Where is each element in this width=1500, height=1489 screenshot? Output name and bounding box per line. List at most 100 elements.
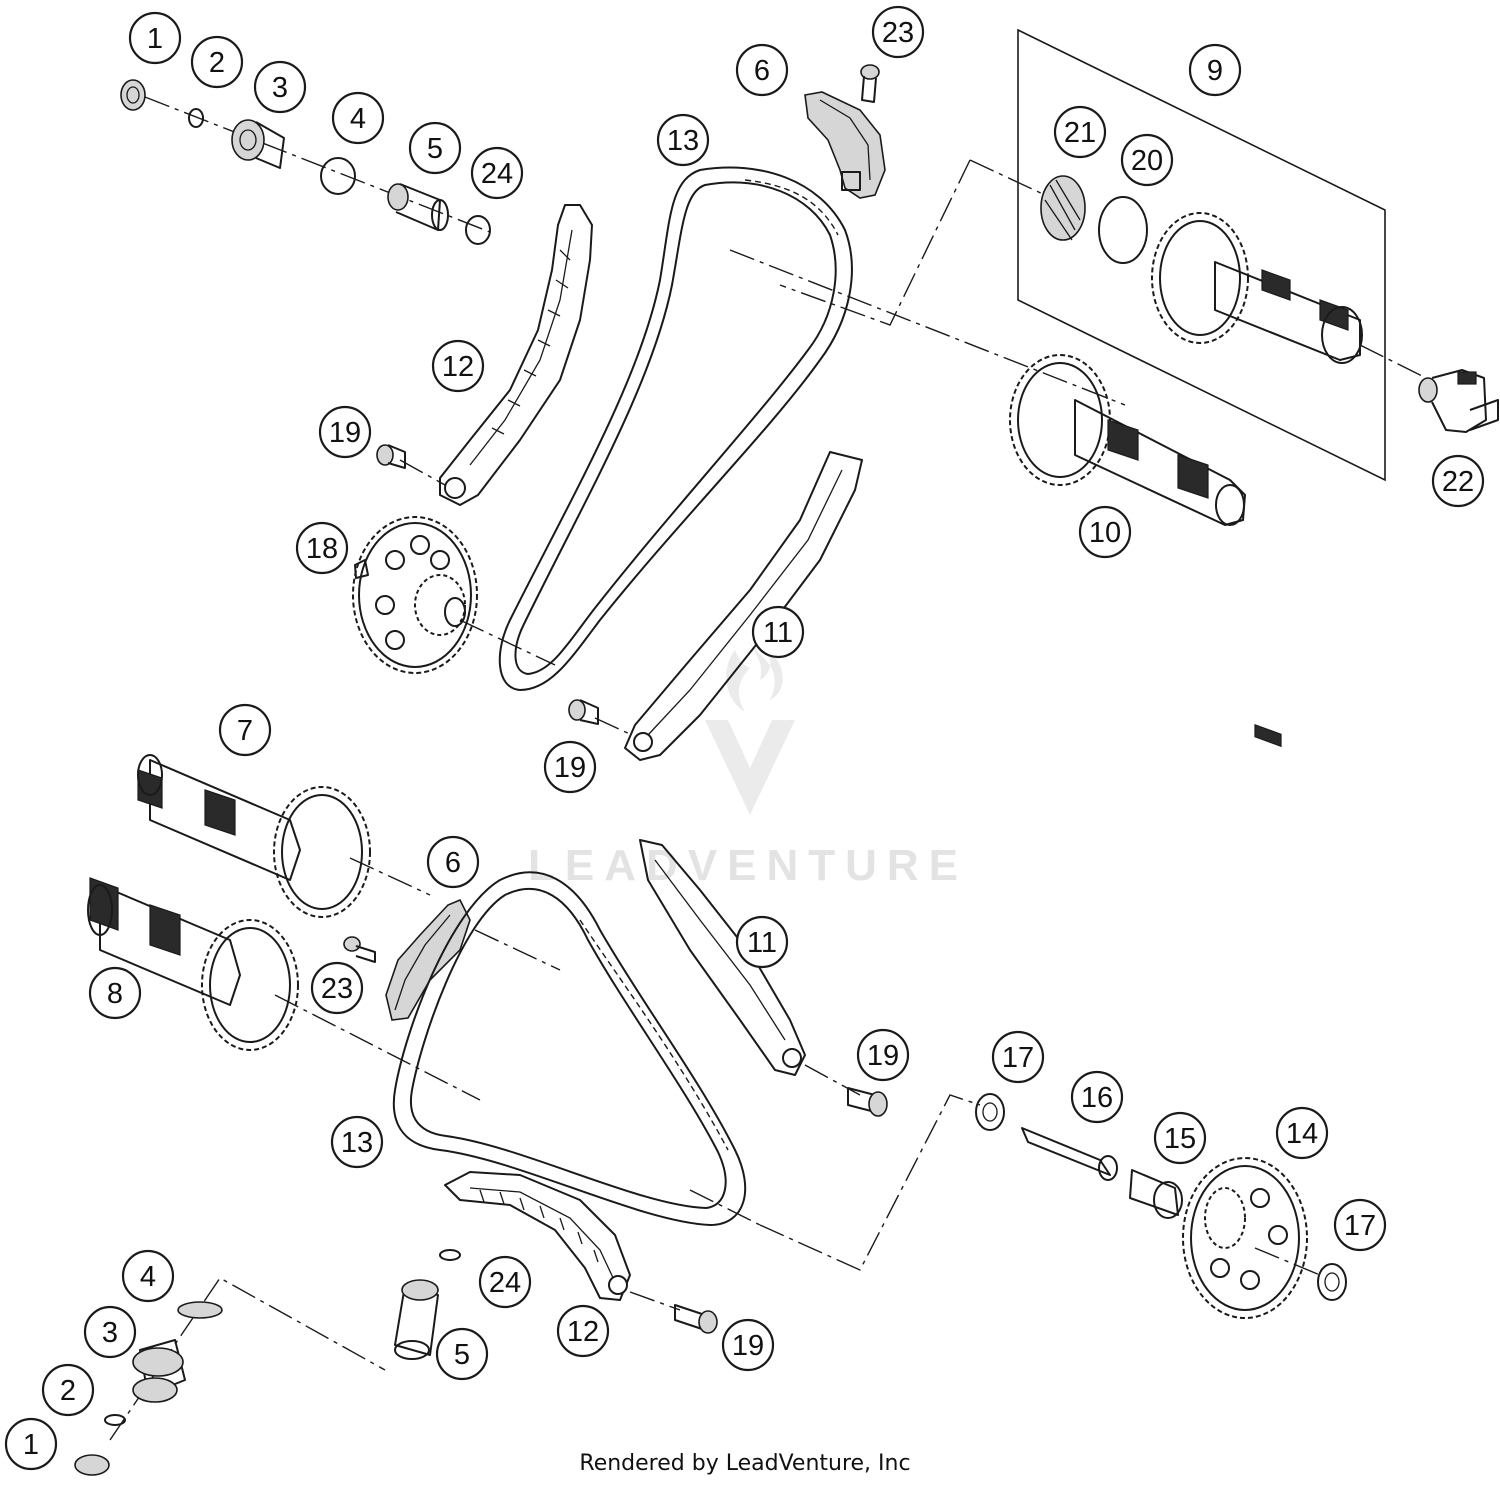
leadventure-logo-icon (705, 640, 795, 815)
callout-15: 15 (1153, 1111, 1207, 1165)
callout-16: 16 (1070, 1070, 1124, 1124)
callout-number: 19 (554, 752, 586, 784)
callout-19: 19 (721, 1318, 775, 1372)
callout-number: 5 (427, 133, 443, 165)
callout-number: 15 (1164, 1123, 1196, 1155)
callout-11: 11 (751, 605, 805, 659)
bolt-19-upper-a (376, 444, 446, 486)
bolt-23-upper (860, 64, 880, 103)
callout-number: 6 (754, 55, 770, 87)
callout-number: 1 (23, 1429, 39, 1461)
tensioner-rail-lower (444, 1171, 631, 1301)
callout-circle (435, 1327, 489, 1381)
chain-guide-6-lower (385, 898, 561, 1021)
callout-circle (470, 146, 524, 200)
callout-circle (543, 740, 597, 794)
watermark: LEADVENTURE (528, 640, 958, 890)
callout-1: 1 (128, 11, 182, 65)
callout-circle (408, 121, 462, 175)
callout-number: 24 (489, 1267, 521, 1299)
tensioner-rail-upper (439, 204, 593, 506)
callout-circle (1078, 505, 1132, 559)
callout-number: 9 (1207, 55, 1223, 87)
callout-21: 21 (1053, 105, 1107, 159)
callout-circle (431, 339, 485, 393)
callout-number: 19 (867, 1040, 899, 1072)
callout-circle (656, 113, 710, 167)
callout-number: 3 (102, 1317, 118, 1349)
callout-number: 17 (1344, 1210, 1376, 1242)
callout-23: 23 (871, 5, 925, 59)
idler-gear-18 (352, 516, 556, 674)
callout-10: 10 (1078, 505, 1132, 559)
callout-number: 4 (350, 103, 366, 135)
camshaft-10 (1009, 354, 1246, 526)
camshaft-assembly-9 (779, 28, 1431, 748)
callout-2: 2 (41, 1363, 95, 1417)
callout-6: 6 (426, 835, 480, 889)
callout-circle (83, 1305, 137, 1359)
callout-number: 3 (272, 72, 288, 104)
callout-number: 14 (1286, 1118, 1318, 1150)
callout-circle (1275, 1106, 1329, 1160)
callout-circle (253, 60, 307, 114)
callout-19: 19 (856, 1028, 910, 1082)
tensioner-parts-upper (120, 79, 491, 245)
bolt-19-lower-a (804, 1064, 888, 1117)
callout-18: 18 (295, 521, 349, 575)
callout-number: 2 (209, 47, 225, 79)
chain-guide-6-upper (804, 91, 886, 199)
callout-number: 23 (882, 17, 914, 49)
callout-number: 17 (1002, 1042, 1034, 1074)
callout-number: 12 (442, 351, 474, 383)
callout-circle (331, 91, 385, 145)
callout-9: 9 (1188, 43, 1242, 97)
callout-circle (4, 1417, 58, 1471)
callout-number: 8 (107, 978, 123, 1010)
callout-number: 2 (60, 1375, 76, 1407)
callout-12: 12 (556, 1304, 610, 1358)
callout-number: 12 (567, 1316, 599, 1348)
callout-13: 13 (330, 1115, 384, 1169)
callout-7: 7 (218, 703, 272, 757)
callout-17: 17 (991, 1030, 1045, 1084)
callout-circle (1070, 1070, 1124, 1124)
callout-circle (721, 1318, 775, 1372)
callout-13: 13 (656, 113, 710, 167)
callout-number: 19 (329, 417, 361, 449)
callout-4: 4 (331, 91, 385, 145)
callout-circle (121, 1249, 175, 1303)
callout-circle (735, 43, 789, 97)
callout-number: 24 (481, 158, 513, 190)
callout-circle (295, 521, 349, 575)
callout-24: 24 (478, 1255, 532, 1309)
callout-3: 3 (83, 1305, 137, 1359)
callout-number: 5 (454, 1339, 470, 1371)
callout-number: 21 (1064, 117, 1096, 149)
callout-number: 22 (1442, 466, 1474, 498)
callout-number: 6 (445, 847, 461, 879)
lower-assembly (74, 754, 1347, 1476)
callout-circle (330, 1115, 384, 1169)
callout-circle (1188, 43, 1242, 97)
callout-4: 4 (121, 1249, 175, 1303)
callout-circle (991, 1030, 1045, 1084)
camshaft-8 (87, 877, 481, 1101)
callout-number: 11 (763, 617, 793, 649)
callout-number: 13 (341, 1127, 373, 1159)
callout-number: 16 (1081, 1082, 1113, 1114)
callout-24: 24 (470, 146, 524, 200)
sensor-22 (1418, 369, 1499, 433)
callout-circle (1120, 133, 1174, 187)
callout-8: 8 (88, 966, 142, 1020)
callout-14: 14 (1275, 1106, 1329, 1160)
callout-12: 12 (431, 339, 485, 393)
callout-6: 6 (735, 43, 789, 97)
timing-chain-lower (392, 871, 761, 1227)
callout-circle (871, 5, 925, 59)
bolt-19-lower-b (629, 1291, 718, 1334)
idler-shaft-parts (759, 1093, 1347, 1319)
callout-circle (310, 961, 364, 1015)
callout-19: 19 (543, 740, 597, 794)
